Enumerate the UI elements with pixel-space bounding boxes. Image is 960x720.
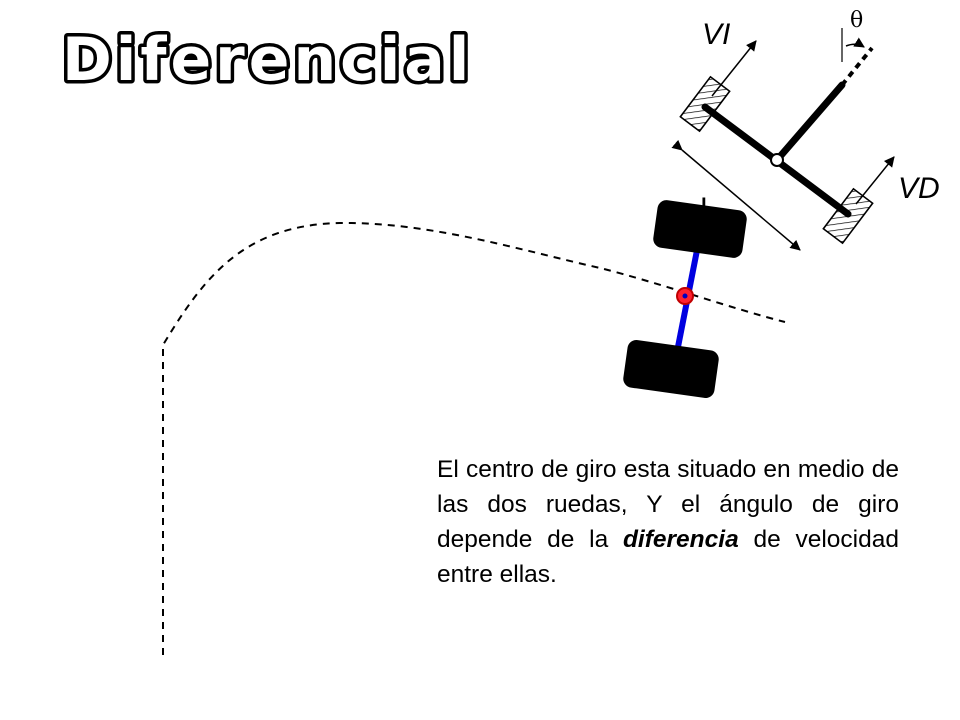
- chassis-stem: [773, 81, 846, 164]
- page-title: Diferencial: [62, 25, 473, 95]
- left-velocity-label: VI: [702, 18, 730, 51]
- lower-wheel: [623, 339, 719, 399]
- length-dimension-arrow: [671, 139, 801, 251]
- description-start: El centro de giro esta situado en medio …: [437, 456, 899, 553]
- length-label: L: [700, 192, 717, 225]
- angle-arc: [845, 37, 865, 48]
- heading-extension: [840, 46, 874, 87]
- differential-schematic: [671, 28, 895, 251]
- pivot-center: [682, 293, 688, 299]
- robot-top-view: [623, 200, 747, 399]
- description-end: de velocidad entre ellas.: [437, 526, 899, 588]
- right-velocity-label: VD: [898, 172, 940, 205]
- description-emphasis: diferencia: [622, 526, 739, 553]
- center-joint: [770, 153, 784, 167]
- description-text: El centro de giro esta situado en medio …: [437, 452, 899, 592]
- angle-label: θ: [850, 8, 863, 33]
- left-velocity-arrow: [711, 40, 757, 97]
- right-velocity-arrow: [855, 156, 895, 205]
